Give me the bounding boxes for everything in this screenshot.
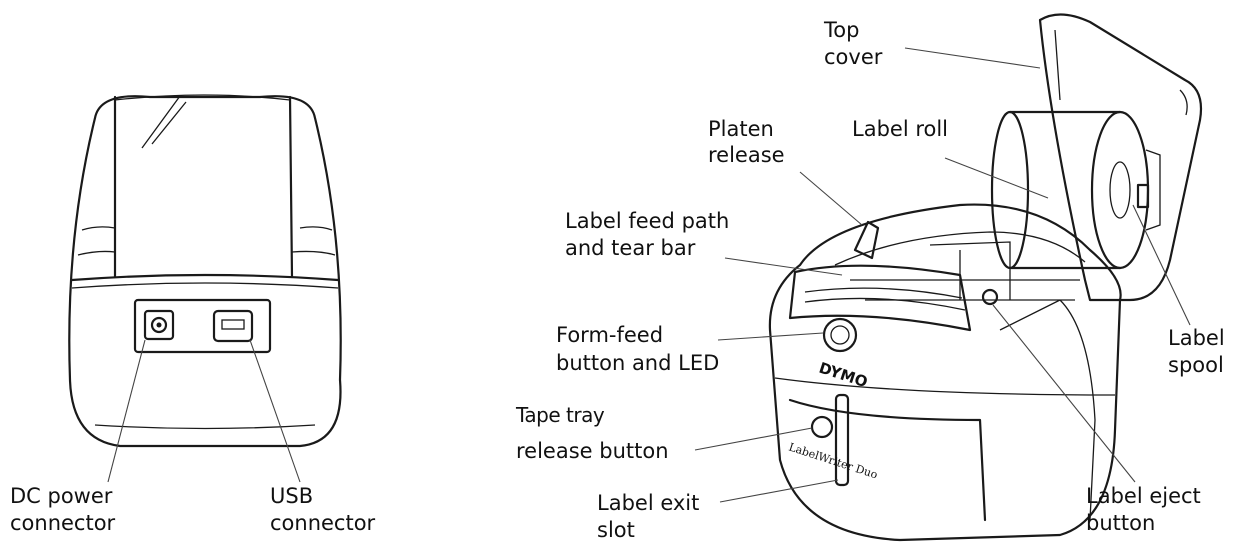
printer-front-view: DYMO LabelWriter Duo (695, 14, 1201, 540)
top-cover (1040, 14, 1201, 300)
usb-leader (250, 340, 300, 482)
form-feed-label: Form-feed button and LED (556, 323, 719, 375)
tape-tray-release-button (812, 417, 832, 437)
platen-release-label: Platen release (708, 117, 785, 167)
form-feed-button (824, 319, 856, 351)
printer-back-view (69, 95, 340, 482)
top-cover-label: Top cover (823, 18, 883, 69)
label-eject-button (983, 290, 997, 304)
label-spool (1138, 185, 1148, 207)
dc-power-label: DC power connector (10, 484, 119, 535)
usb-connector (214, 311, 252, 341)
model-name: LabelWriter Duo (787, 440, 880, 481)
dc-power-leader (108, 340, 145, 482)
label-feed-path-label: Label feed path and tear bar (565, 209, 736, 260)
label-roll-label: Label roll (852, 117, 948, 141)
label-eject-label: Label eject button (1086, 484, 1207, 535)
tape-tray-label: Tape tray release button (515, 403, 669, 463)
label-exit-label: Label exit slot (597, 491, 706, 542)
tear-bar (790, 266, 970, 330)
label-spool-label: Label spool (1168, 326, 1231, 377)
usb-label: USB connector (270, 484, 376, 535)
